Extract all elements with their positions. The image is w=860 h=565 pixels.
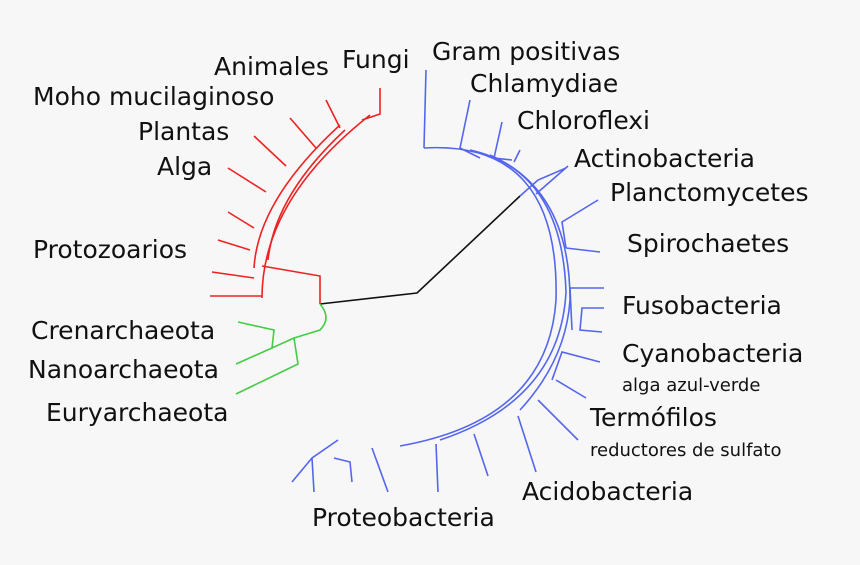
archaea-nano: [235, 347, 273, 365]
label-crenarchaeota: Crenarchaeota: [31, 316, 215, 345]
leaf-chloroflexi: [493, 121, 513, 161]
leaf-chloroflexi-2: [513, 149, 521, 163]
leaf-gram: [423, 69, 427, 149]
leaf-plantas: [253, 135, 287, 167]
leaf-protozoarios-2: [217, 239, 251, 251]
label-chlamydiae: Chlamydiae: [470, 69, 618, 98]
eukaryota-backbone: [261, 114, 371, 299]
label-chloroflexi: Chloroflexi: [517, 106, 650, 135]
archaea-stem: [235, 303, 327, 395]
archaea-clade: [235, 303, 327, 395]
leaf-proteo-2: [435, 443, 439, 493]
leaf-fusobacteria-2: [579, 307, 604, 333]
label-fungi: Fungi: [342, 45, 410, 74]
label-plantas: Plantas: [138, 117, 229, 146]
label-gram-positivas: Gram positivas: [432, 37, 620, 66]
label-proteobacteria: Proteobacteria: [312, 503, 495, 532]
leaf-protozoarios-3: [211, 271, 255, 279]
leaf-cyanobacteria: [551, 351, 601, 381]
leaf-protozoarios-1: [227, 211, 255, 229]
leaf-chlamydiae: [459, 99, 481, 159]
leaf-alga: [227, 167, 267, 193]
eukaryota-inner-arc-2: [267, 129, 346, 261]
leaf-acidobacteria: [517, 415, 537, 473]
label-termofilos: Termófilos: [589, 403, 717, 432]
eukaryota-inner-arc: [253, 124, 341, 269]
leaf-proteo-5: [291, 439, 339, 483]
label-actinobacteria: Actinobacteria: [574, 144, 755, 173]
label-fusobacteria: Fusobacteria: [622, 291, 782, 320]
leaf-moho: [289, 117, 317, 149]
bacteria-outer-arc: [399, 146, 557, 447]
label-acidobacteria: Acidobacteria: [522, 477, 693, 506]
label-animales: Animales: [214, 52, 329, 81]
leaf-proteo-6: [311, 457, 315, 493]
eukaryota-clade: [210, 88, 381, 304]
bacteria-arc-3: [489, 154, 571, 411]
leaf-planctomycetes: [561, 199, 599, 249]
label-cyanobacteria: Cyanobacteria: [622, 339, 803, 368]
archaea-inner: [237, 321, 295, 350]
leaf-fungi: [361, 88, 381, 121]
label-spirochaetes: Spirochaetes: [627, 229, 789, 258]
leaf-fusobacteria-1: [569, 287, 604, 331]
eukaryota-stem: [261, 265, 321, 304]
bacteria-clade: [291, 69, 604, 493]
leaf-proteo-1: [473, 433, 489, 477]
label-alga: Alga: [157, 152, 212, 181]
label-termofilos-note: reductores de sulfato: [590, 440, 782, 461]
label-planctomycetes: Planctomycetes: [610, 178, 809, 207]
label-moho: Moho mucilaginoso: [33, 82, 274, 111]
leaf-proteo-3: [371, 447, 389, 493]
leaf-spirochaetes: [565, 247, 601, 253]
label-euryarchaeota: Euryarchaeota: [46, 398, 228, 427]
root-branch: [319, 195, 521, 305]
bacteria-stem: [519, 167, 567, 197]
label-protozoarios: Protozoarios: [33, 235, 187, 264]
leaf-termofilos-1: [537, 399, 579, 441]
label-cyanobacteria-note: alga azul-verde: [622, 375, 760, 396]
leaf-proteo-4: [333, 457, 353, 483]
leaf-animales: [325, 99, 341, 129]
leaf-cyano-2: [555, 379, 587, 399]
bacteria-arc-2: [439, 149, 567, 441]
leaf-actinobacteria: [535, 165, 569, 195]
label-nanoarchaeota: Nanoarchaeota: [28, 355, 219, 384]
